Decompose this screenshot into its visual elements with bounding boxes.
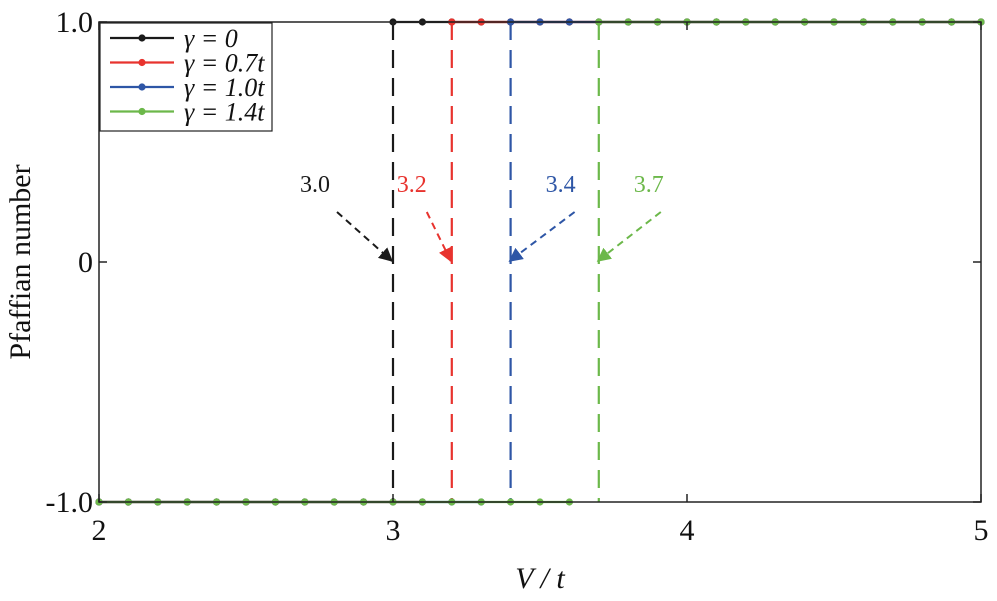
legend: γ = 0γ = 0.7tγ = 1.0tγ = 1.4t xyxy=(99,22,273,132)
annotation-label: 3.2 xyxy=(397,172,427,198)
annotation-arrow xyxy=(425,211,452,263)
x-axis-label: V / t xyxy=(515,562,565,595)
annotation-arrow xyxy=(336,211,394,262)
y-tick-label: -1.0 xyxy=(46,486,94,519)
x-tick-label: 4 xyxy=(680,514,695,547)
legend-marker xyxy=(138,34,146,42)
annotation-label: 3.7 xyxy=(634,172,664,198)
annotation-label: 3.4 xyxy=(546,172,576,198)
transition-annotations: 3.0 3.2 3.4 3.7 xyxy=(300,172,664,263)
annotation-arrow xyxy=(508,211,576,262)
y-tick-label: 1.0 xyxy=(56,6,94,39)
axis-ticks: 2 3 4 5 -1.0 0 1.0 xyxy=(46,6,989,547)
y-axis-label: Pfaffian number xyxy=(4,164,37,359)
x-tick-label: 2 xyxy=(92,514,107,547)
legend-box xyxy=(99,22,273,132)
legend-marker xyxy=(138,83,146,91)
annotation-arrow xyxy=(596,211,662,262)
y-tick-label: 0 xyxy=(78,246,93,279)
x-tick-label: 3 xyxy=(386,514,401,547)
legend-entry: γ = 0 xyxy=(184,24,238,53)
annotation-label: 3.0 xyxy=(300,172,330,198)
x-tick-label: 5 xyxy=(974,514,989,547)
legend-entry: γ = 1.0t xyxy=(184,73,265,102)
legend-entry: γ = 1.4t xyxy=(184,98,265,127)
legend-entry: γ = 0.7t xyxy=(184,49,265,78)
legend-marker xyxy=(138,107,146,116)
legend-marker xyxy=(138,58,146,67)
